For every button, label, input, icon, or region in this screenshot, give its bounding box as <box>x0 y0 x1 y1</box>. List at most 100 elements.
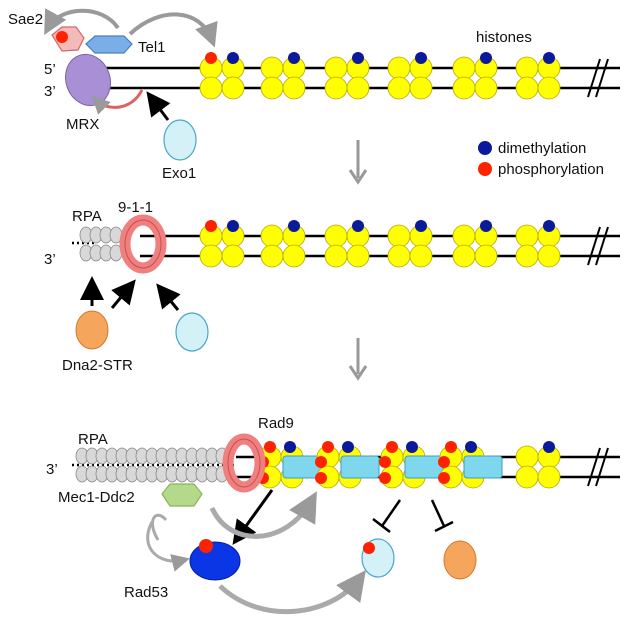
rad9-protein <box>340 455 380 479</box>
histone-subunit <box>324 76 348 100</box>
histone-subunit <box>260 224 284 248</box>
histone-subunit <box>452 76 476 100</box>
arrow-rad9-to-rad53 <box>232 489 274 545</box>
label-three-prime-bottom: 3’ <box>46 461 58 478</box>
phospho-sae2 <box>56 31 68 43</box>
dimethylation-mark <box>543 52 555 64</box>
dimethylation-mark <box>284 441 296 453</box>
phosphorylation-mark <box>205 220 217 232</box>
histone-subunit <box>387 56 411 80</box>
label-tel1: Tel1 <box>138 39 166 56</box>
dna-break-mark-bottom <box>587 447 609 487</box>
histone-subunit <box>452 224 476 248</box>
histone-subunit <box>474 244 498 268</box>
nucleosome <box>515 441 561 489</box>
nucleosome-rad9 <box>257 441 322 489</box>
histone-subunit <box>282 244 306 268</box>
histone-subunit <box>387 224 411 248</box>
dimethylation-mark <box>415 220 427 232</box>
histone-subunit <box>515 244 539 268</box>
dna2-str-protein <box>75 310 109 350</box>
label-exo1: Exo1 <box>162 165 196 182</box>
nucleosome-rad9 <box>315 441 380 489</box>
rpa-cluster-bottom <box>75 447 229 483</box>
histone-subunit <box>346 76 370 100</box>
histone-subunit <box>221 244 245 268</box>
histone-subunit <box>515 465 539 489</box>
dimethylation-mark <box>288 52 300 64</box>
phospho-exo1 <box>363 542 375 554</box>
histone-subunit <box>199 76 223 100</box>
rpa-cluster-mid <box>79 226 123 262</box>
phosphorylation-mark <box>438 456 450 468</box>
phosphorylation-mark <box>264 441 276 453</box>
histone-subunit <box>515 445 539 469</box>
phosphorylation-mark <box>379 456 391 468</box>
histone-subunit <box>260 56 284 80</box>
tel1-protein <box>85 35 133 54</box>
label-histones: histones <box>476 29 532 46</box>
inhibit-exo1 <box>372 499 402 533</box>
phosphorylation-mark <box>445 441 457 453</box>
phospho-rad53 <box>199 539 213 553</box>
histone-subunit <box>515 56 539 80</box>
arrow-red-mrx <box>91 89 144 115</box>
phosphorylation-mark <box>438 472 450 484</box>
dimethylation-mark <box>288 220 300 232</box>
arrow-exo1-to-911 <box>156 283 181 311</box>
histone-subunit <box>387 76 411 100</box>
arrow-mec1-to-rad53-start <box>151 513 168 541</box>
arrow-tel1-to-sae2 <box>44 8 120 36</box>
label-nine-one-one: 9-1-1 <box>118 199 153 216</box>
histone-subunit <box>452 56 476 80</box>
legend-phosphorylation-dot <box>478 162 492 176</box>
dimethylation-mark <box>543 441 555 453</box>
dimethylation-mark <box>352 52 364 64</box>
label-five-prime: 5’ <box>44 61 56 78</box>
arrow-rad53-to-exo1 <box>218 569 366 615</box>
dimethylation-mark <box>465 441 477 453</box>
arrow-tel1-to-histone <box>128 12 218 48</box>
rad53-protein <box>189 541 241 581</box>
rad9-protein <box>404 455 444 479</box>
nucleosome-rad9 <box>379 441 444 489</box>
histone-subunit <box>537 465 561 489</box>
phosphorylation-mark <box>379 472 391 484</box>
histone-subunit <box>324 224 348 248</box>
dimethylation-mark <box>227 52 239 64</box>
legend-phosphorylation-label: phosphorylation <box>498 161 604 178</box>
dimethylation-mark <box>480 52 492 64</box>
arrow-mec1-to-rad53 <box>146 521 190 572</box>
nucleosome <box>515 52 561 100</box>
nucleosome-row-bottom <box>257 441 561 489</box>
nucleosome <box>199 220 245 268</box>
histone-subunit <box>537 76 561 100</box>
histone-subunit <box>324 244 348 268</box>
phosphorylation-mark <box>205 52 217 64</box>
dimethylation-mark <box>480 220 492 232</box>
nucleosome-row-mid <box>199 220 561 268</box>
label-three-prime-mid: 3’ <box>44 251 56 268</box>
label-dna2-str: Dna2-STR <box>62 357 133 374</box>
histone-subunit <box>452 244 476 268</box>
histone-subunit <box>199 244 223 268</box>
arrow-exo1-to-dna <box>146 91 171 121</box>
phosphorylation-mark <box>386 441 398 453</box>
inhibit-dna2 <box>430 499 454 533</box>
down-arrow-1 <box>348 140 368 185</box>
histone-subunit <box>537 244 561 268</box>
exo1-protein <box>163 119 197 161</box>
nucleosome <box>387 52 433 100</box>
nucleosome <box>199 52 245 100</box>
dna-break-mark <box>587 58 609 98</box>
histone-subunit <box>409 76 433 100</box>
histone-subunit <box>260 244 284 268</box>
histone-subunit <box>221 76 245 100</box>
mec1-ddc2-protein <box>161 483 203 507</box>
nine-one-one-outline <box>124 219 162 269</box>
nucleosome <box>324 220 370 268</box>
legend-dimethylation-dot <box>478 141 492 155</box>
rad9-protein <box>282 455 322 479</box>
